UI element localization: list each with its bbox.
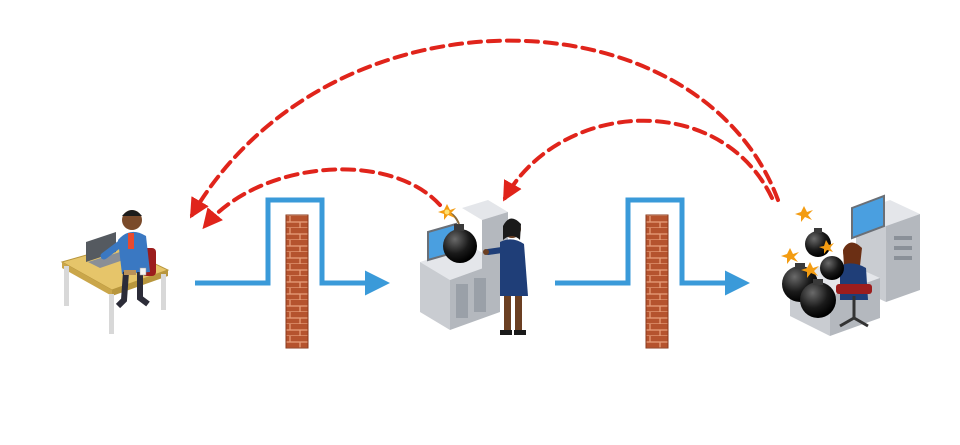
- attacker-workstation: [62, 210, 168, 334]
- firewall-right: [646, 215, 668, 348]
- brick-wall-icon: [286, 215, 308, 348]
- person-at-desk-icon: [62, 210, 168, 334]
- firewall-left: [286, 215, 308, 348]
- outer-return-arc: [192, 41, 778, 215]
- server-rack-icon: [420, 200, 508, 330]
- brick-wall-icon: [646, 215, 668, 348]
- intermediate-server-station: [420, 200, 528, 335]
- far-to-middle-arc: [505, 121, 772, 198]
- target-server-station: [781, 196, 920, 336]
